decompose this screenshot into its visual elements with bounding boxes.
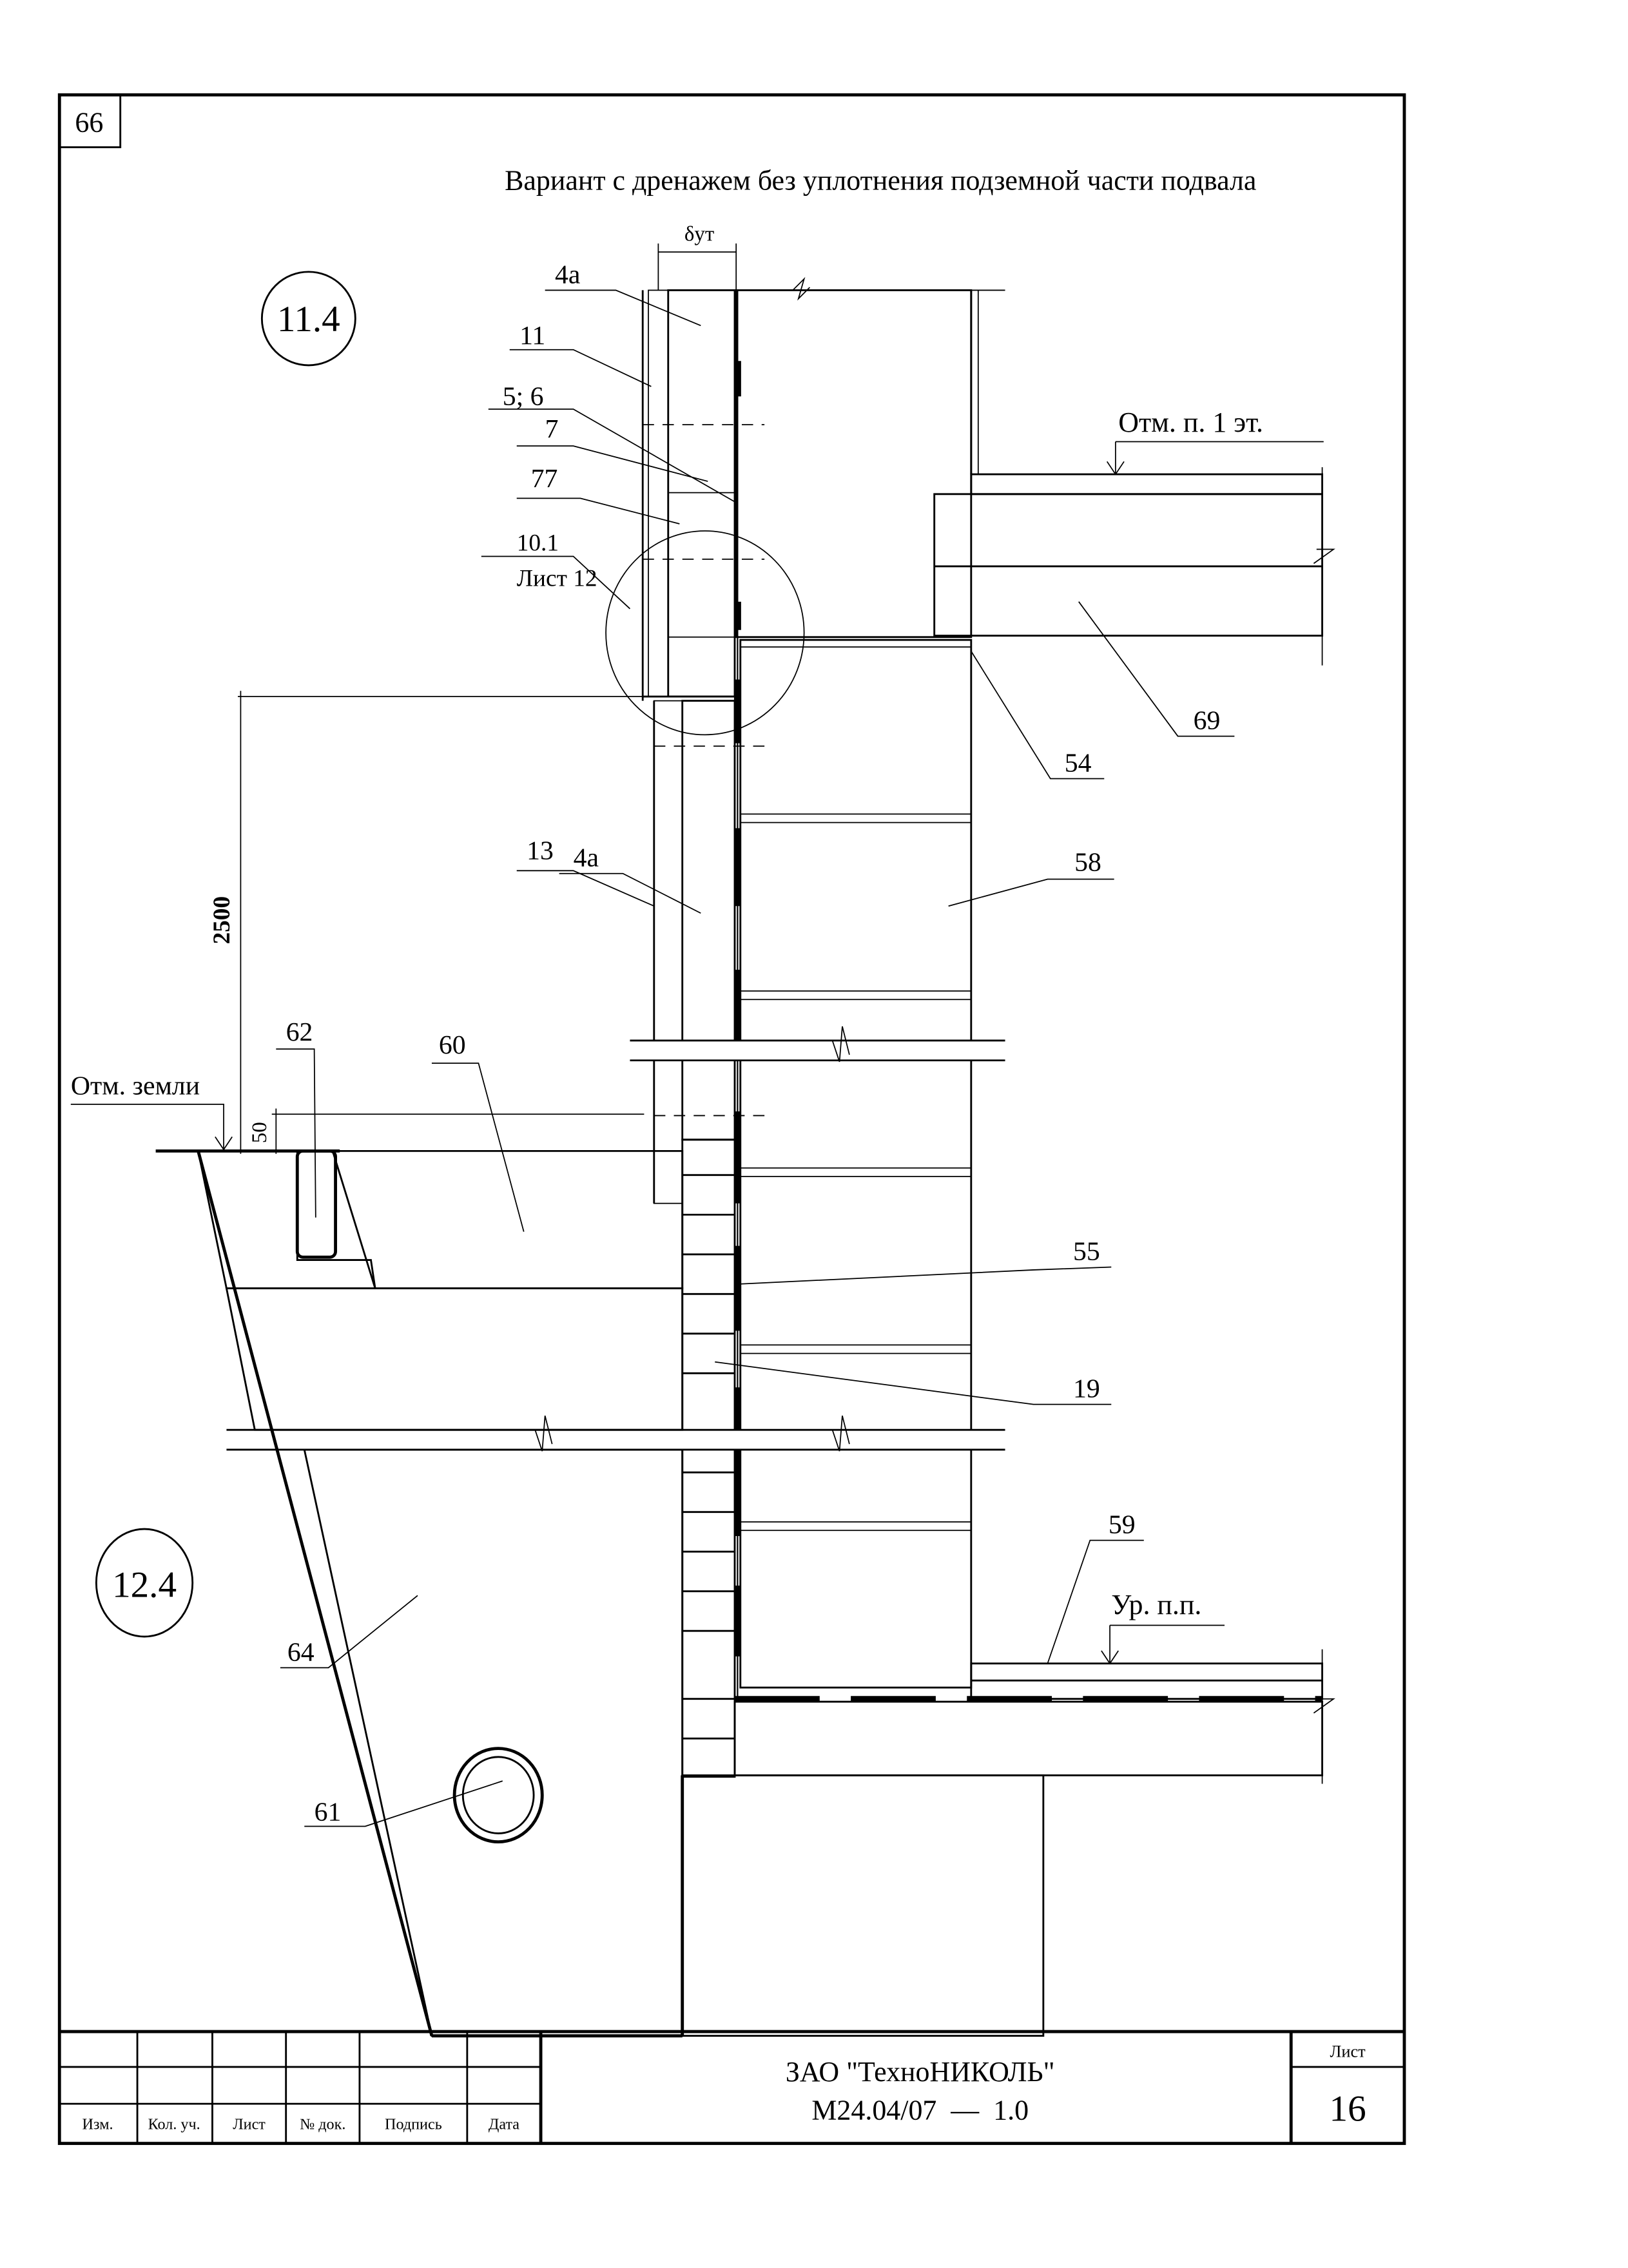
render-layer-11 [648, 289, 669, 697]
insulation-lower-4a [681, 700, 736, 1141]
dimension-50: 50 [248, 1122, 271, 1143]
drawing-title: Вариант с дренажем без уплотнения подзем… [505, 164, 1256, 196]
floor-slab-69 [933, 493, 1323, 637]
callout-58: 58 [948, 847, 1114, 907]
node-marker-11-4: 11.4 [260, 271, 356, 367]
elevation-ground: Отм. земли [71, 1071, 200, 1100]
callout-7: 7 [516, 414, 708, 482]
callout-60: 60 [431, 1030, 525, 1232]
upper-wall [735, 289, 973, 639]
basement-blocks-58 [739, 639, 973, 1689]
node-marker-label: 12.4 [112, 1564, 177, 1605]
tb-col-izm: Изм. [82, 2116, 113, 2133]
sand-layer [225, 1287, 684, 1431]
break-line-lower [226, 1416, 1005, 1452]
callout-label: 64 [287, 1637, 315, 1667]
callout-64: 64 [280, 1595, 418, 1669]
break-line-upper [630, 1026, 1005, 1062]
tb-col-list: Лист [233, 2116, 266, 2133]
callout-label: 69 [1194, 706, 1221, 736]
elevation-basement-floor: Ур. п.п. [1111, 1589, 1201, 1620]
sheet-frame [57, 93, 1406, 2146]
callout-label: 58 [1074, 847, 1101, 877]
elevation-first-floor: Отм. п. 1 эт. [1118, 407, 1263, 438]
callout-59: 59 [1047, 1510, 1144, 1664]
callout-69: 69 [1078, 601, 1235, 737]
callout-61: 61 [304, 1780, 503, 1827]
corner-number: 66 [75, 106, 103, 138]
node-marker-12-4: 12.4 [95, 1528, 194, 1638]
drain-pipe-61 [452, 1747, 544, 1844]
callout-label: 61 [315, 1798, 342, 1827]
callout-label: 55 [1073, 1237, 1100, 1267]
floor-screed [970, 473, 1323, 495]
soil-wedge [197, 1149, 376, 1289]
callout-62: 62 [276, 1017, 316, 1218]
protective-brick-19 [681, 1139, 736, 1778]
callout-label: 4а [555, 260, 580, 289]
callout-19: 19 [715, 1361, 1112, 1405]
callout-55: 55 [739, 1237, 1112, 1285]
callout-label: 5; 6 [503, 381, 544, 411]
insulation-thickness-symbol: δут [684, 223, 714, 246]
foundation-footing [681, 1774, 1045, 2037]
callout-label: 11 [519, 321, 545, 351]
tb-col-date: Дата [489, 2116, 519, 2133]
callout-11: 11 [509, 321, 652, 387]
tb-col-kol-uch: Кол. уч. [148, 2116, 200, 2133]
callout-label: 7 [545, 414, 559, 444]
callout-label: 4а [574, 843, 599, 873]
callout-label: 62 [286, 1017, 313, 1047]
callout-4a-top: 4а [545, 260, 701, 327]
callout-label: 77 [531, 464, 558, 494]
tb-sheet-label: Лист [1330, 2042, 1366, 2061]
tb-col-signature: Подпись [385, 2116, 442, 2133]
gravel-fill-60 [331, 1149, 684, 1289]
plinth-finish-13 [653, 700, 683, 1204]
tb-company: ЗАО "ТехноНИКОЛЬ" [786, 2056, 1055, 2088]
curb-stone-62 [295, 1149, 337, 1259]
tb-document-code: М24.04/07 — 1.0 [811, 2094, 1029, 2126]
reference-sheet: Лист 12 [517, 566, 597, 592]
tb-col-doc-no: № док. [300, 2116, 345, 2133]
callout-5-6: 5; 6 [488, 381, 737, 503]
callout-54: 54 [971, 651, 1105, 780]
callout-label: 59 [1109, 1510, 1136, 1540]
corner-number-box [58, 93, 122, 148]
reference-node: 10.1 [517, 530, 559, 557]
callout-4a-lower: 4а [559, 843, 701, 914]
callout-label: 54 [1065, 748, 1092, 778]
node-marker-label: 11.4 [277, 299, 340, 340]
callout-label: 13 [527, 836, 554, 866]
title-block: Изм. Кол. уч. Лист № док. Подпись Дата З… [59, 2030, 1404, 2144]
detail-reference-circle [605, 530, 805, 736]
tb-sheet-number: 16 [1330, 2088, 1366, 2129]
foundation-slab [733, 1700, 1323, 1776]
drainage-backfill-64 [303, 1448, 684, 2037]
callout-label: 60 [439, 1030, 466, 1060]
insulation-upper [667, 289, 736, 698]
callout-77: 77 [516, 464, 680, 524]
callout-label: 19 [1073, 1374, 1100, 1404]
callout-13: 13 [516, 836, 655, 907]
dimension-2500: 2500 [209, 896, 235, 945]
